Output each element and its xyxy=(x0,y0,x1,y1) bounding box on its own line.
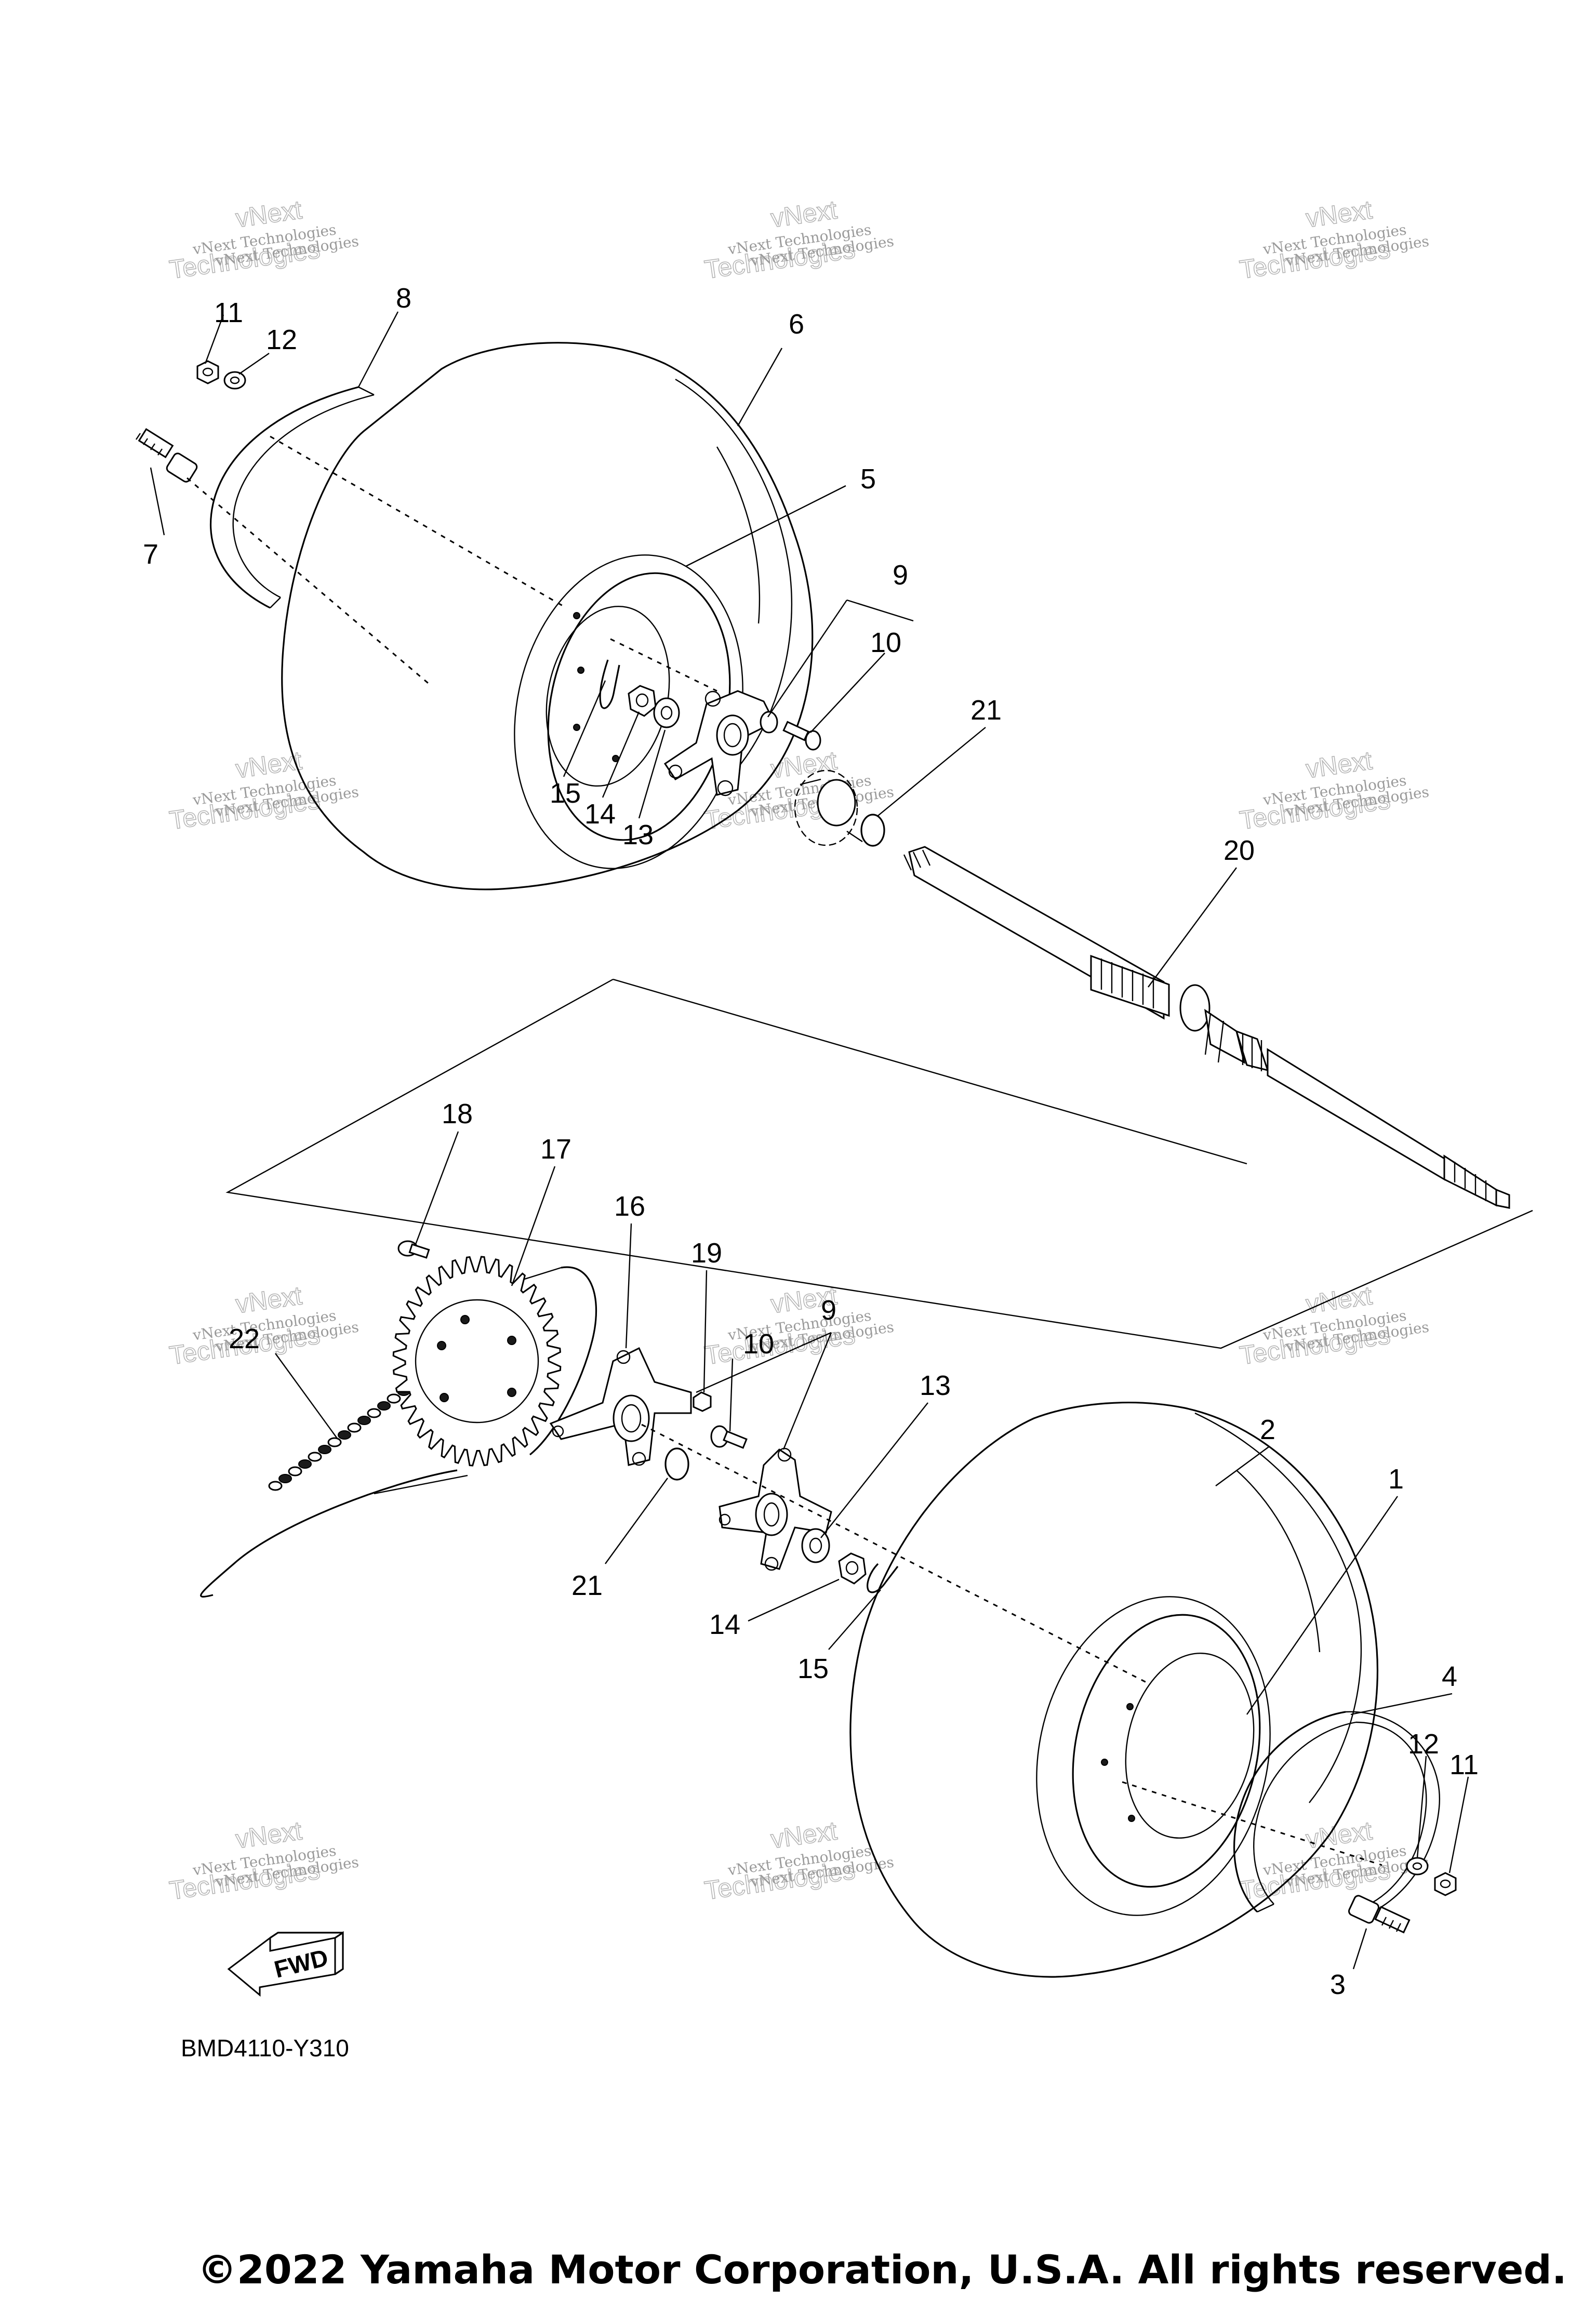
callout-18: 18 xyxy=(442,1098,473,1129)
chain-link xyxy=(367,1408,381,1418)
cotter-pin-lower xyxy=(867,1563,899,1593)
callout-19: 19 xyxy=(691,1238,722,1269)
upper-wheel-assembly xyxy=(136,311,1510,1209)
fwd-arrow: FWD xyxy=(227,1931,344,1997)
callout-3: 3 xyxy=(1330,1969,1346,2000)
callout-5: 5 xyxy=(860,463,876,495)
callout-21-lower: 21 xyxy=(571,1570,603,1601)
chain-link xyxy=(357,1416,371,1425)
callout-10-upper: 10 xyxy=(870,627,901,658)
callout-11-lower: 11 xyxy=(1449,1749,1479,1780)
callout-7: 7 xyxy=(143,539,158,570)
forward-arrow-icon xyxy=(227,1936,336,1997)
cotter-pin-upper xyxy=(599,659,620,709)
valve-stem-right xyxy=(1348,1895,1411,1934)
callout-6: 6 xyxy=(789,309,804,340)
chain-link xyxy=(347,1422,362,1433)
callout-16: 16 xyxy=(614,1191,645,1222)
o-ring-lower xyxy=(664,1447,689,1481)
rear-axle xyxy=(903,846,1510,1209)
sprocket-hub xyxy=(549,1347,692,1466)
rim-band-right xyxy=(1233,1711,1346,1913)
callout-2: 2 xyxy=(1260,1414,1275,1445)
callout-17: 17 xyxy=(540,1134,571,1165)
callout-15-upper: 15 xyxy=(550,778,581,809)
rear-tire-right xyxy=(849,1402,1378,1978)
callout-13-upper: 13 xyxy=(622,819,654,850)
callout-12-upper: 12 xyxy=(266,324,297,355)
callout-12-lower: 12 xyxy=(1408,1728,1439,1760)
callout-9-lower: 9 xyxy=(821,1295,836,1326)
chain-link xyxy=(318,1445,331,1454)
valve-stem-left xyxy=(136,428,198,483)
callout-11-upper: 11 xyxy=(214,297,243,328)
callout-21-upper: 21 xyxy=(970,695,1002,726)
o-ring-upper xyxy=(860,814,885,847)
chain-link xyxy=(298,1459,312,1469)
axle-nut-upper xyxy=(628,685,657,717)
callout-14-upper: 14 xyxy=(584,799,616,830)
callout-1: 1 xyxy=(1388,1464,1404,1495)
callout-9-upper: 9 xyxy=(893,560,908,591)
chain-link xyxy=(377,1401,391,1411)
chain-link xyxy=(338,1430,351,1440)
hub-nut-19 xyxy=(693,1391,712,1412)
callout-10-lower: 10 xyxy=(743,1328,774,1360)
washer-upper xyxy=(223,371,246,390)
callout-labels: 1 2 3 4 5 6 7 8 9 9 10 10 11 11 12 12 13… xyxy=(143,283,1479,2000)
lower-wheel-assembly xyxy=(200,978,1533,1978)
callout-8: 8 xyxy=(396,283,411,314)
washer-13-lower xyxy=(801,1528,830,1563)
chain-link xyxy=(268,1481,283,1491)
nut-upper xyxy=(196,360,219,384)
callout-4: 4 xyxy=(1442,1661,1457,1692)
chain-link xyxy=(327,1437,342,1447)
rim-right xyxy=(1036,1596,1271,1916)
sprocket-bolt xyxy=(397,1240,430,1259)
drive-chain-loop xyxy=(200,1266,597,1598)
chain-segment xyxy=(268,1387,410,1491)
diagram-code: BMD4110-Y310 xyxy=(181,2034,349,2062)
sprocket xyxy=(392,1256,562,1467)
washer-lower xyxy=(1406,1857,1429,1876)
wheel-hub-upper xyxy=(663,690,776,796)
hub-bolt-lower xyxy=(710,1425,748,1449)
chain-link xyxy=(387,1393,401,1404)
callout-13-lower: 13 xyxy=(920,1370,951,1401)
nut-lower xyxy=(1434,1872,1457,1896)
callout-15-lower: 15 xyxy=(797,1653,829,1684)
hub-adapter-upper xyxy=(794,769,863,846)
axle-nut-lower xyxy=(838,1552,867,1585)
rim-band-left xyxy=(210,386,359,609)
callout-22: 22 xyxy=(229,1323,260,1354)
chain-link xyxy=(308,1452,322,1462)
chain-link xyxy=(288,1466,302,1477)
chain-link xyxy=(278,1474,292,1483)
wheel-hub-lower xyxy=(719,1447,832,1571)
washer-13-upper xyxy=(653,697,680,728)
callout-20: 20 xyxy=(1223,835,1255,866)
callout-14-lower: 14 xyxy=(709,1609,740,1640)
copyright-notice: ©2022 Yamaha Motor Corporation, U.S.A. A… xyxy=(197,2246,1567,2293)
hub-bolt-upper xyxy=(782,721,821,751)
